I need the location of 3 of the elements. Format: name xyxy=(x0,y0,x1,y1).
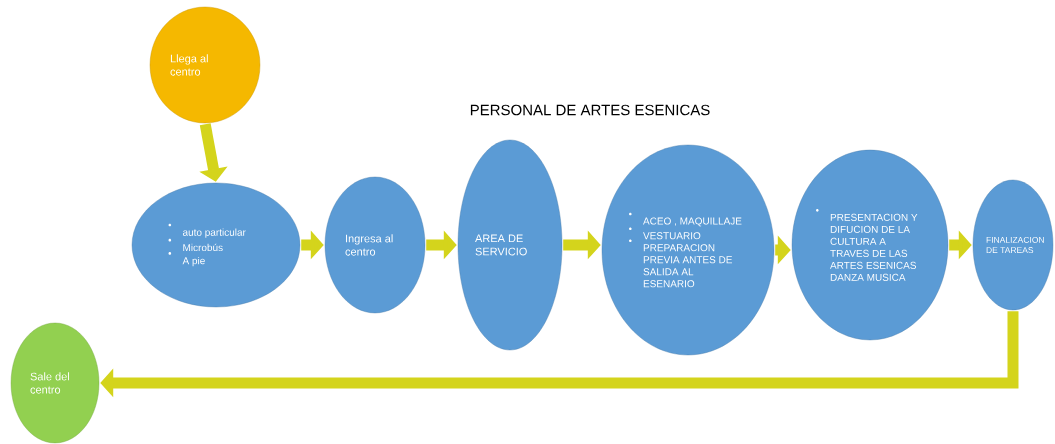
title: PERSONAL DE ARTES ESENICAS xyxy=(470,104,710,116)
block-arrow xyxy=(199,123,228,182)
block-arrow xyxy=(100,311,1019,398)
